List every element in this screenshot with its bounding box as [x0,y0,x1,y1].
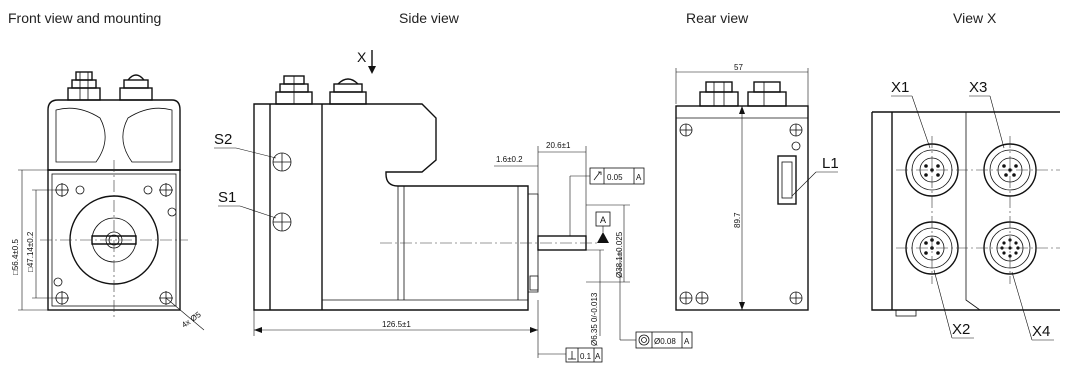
rear-led-l1 [777,155,797,205]
side-concentricity-frame: Ø0.08 A [635,331,693,349]
view-x-title: View X [953,10,997,26]
side-view-title: Side view [399,10,459,26]
side-label-s2: S2 [214,131,232,148]
side-label-s1: S1 [218,189,236,206]
rear-screw-bl2 [695,291,709,305]
front-connector-right [119,74,153,101]
side-screw-s2 [272,152,292,172]
front-mounting-hole-bl [55,291,69,305]
side-runout-frame: 0.05 A [589,167,645,185]
rear-screw-bl [679,291,693,305]
side-dim-length: 126.5±1 [382,320,411,329]
side-conc-ref: A [684,337,690,346]
view-x: X1 X3 X2 X4 [871,79,1060,341]
front-view-title: Front view and mounting [8,10,162,26]
label-x4: X4 [1032,323,1050,340]
front-dim-outer: □56.4±0.5 [11,239,20,275]
side-view: X S2 S1 [214,49,693,363]
side-runout-ref: A [636,173,642,182]
rear-screw-tr [789,123,803,137]
side-dim-shaft-dia: Ø6.35 0/-0.013 [590,292,599,346]
rear-screw-br [789,291,803,305]
front-view: □56.4±0.5 □47.14±0.2 4x Ø5 [11,71,205,331]
rear-connector-left [699,81,739,107]
rear-label-l1: L1 [822,155,839,172]
side-view-x-arrow-label: X [357,49,367,65]
front-mounting-hole-tl [55,183,69,197]
rear-screw-tl [679,123,693,137]
side-datum-a-label: A [600,215,606,225]
side-perp-ref: A [595,352,601,361]
side-perp-frame: 0.1 A [565,347,603,363]
rear-connector-right [747,81,787,107]
front-mounting-hole-tr [159,183,173,197]
rear-dim-width: 57 [734,63,743,72]
label-x2: X2 [952,321,970,338]
side-connector-right [329,78,367,105]
label-x1: X1 [891,79,909,96]
rear-view: 57 L1 89.7 [675,63,839,311]
label-x3: X3 [969,79,987,96]
side-dim-pilot: Ø38.1±0.025 [615,231,624,278]
side-datum-a: A [595,211,611,243]
side-conc-value: Ø0.08 [654,337,676,346]
side-perp-value: 0.1 [580,352,592,361]
front-connector-left [67,71,101,101]
rear-view-title: Rear view [686,10,749,26]
side-runout-value: 0.05 [607,173,623,182]
side-dim-shaft-length: 20.6±1 [546,141,571,150]
side-connector-left [275,75,313,105]
front-dim-inner: □47.14±0.2 [26,231,35,272]
rear-dim-height: 89.7 [733,212,742,228]
side-screw-s1 [272,212,292,232]
side-dim-flange: 1.6±0.2 [496,155,523,164]
